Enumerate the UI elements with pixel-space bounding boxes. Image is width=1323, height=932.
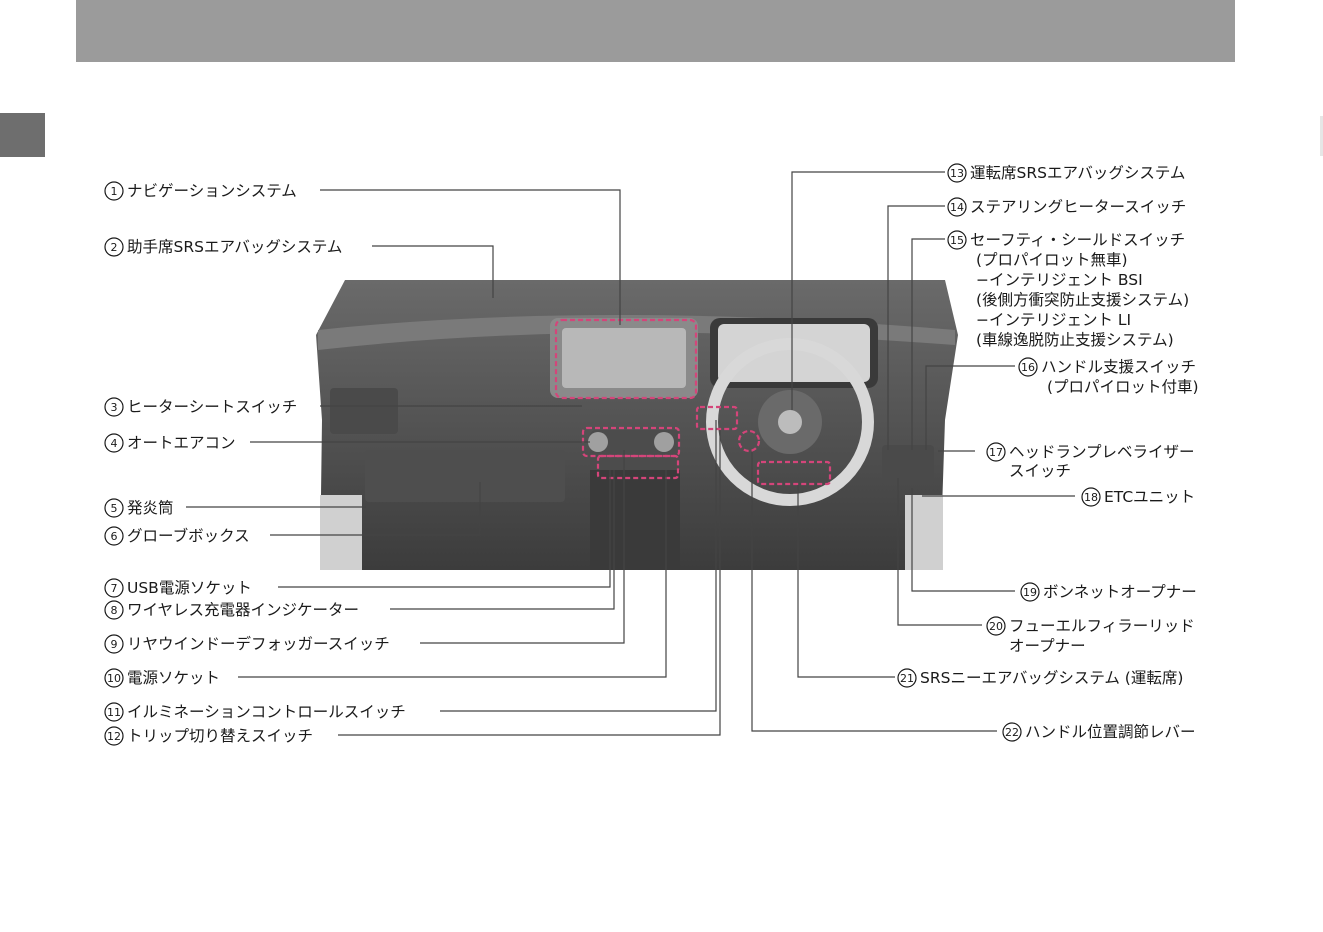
svg-text:ワイヤレス充電器インジケーター: ワイヤレス充電器インジケーター xyxy=(127,601,359,619)
svg-text:(車線逸脱防止支援システム): (車線逸脱防止支援システム) xyxy=(976,331,1174,349)
leader-lines xyxy=(186,171,1075,736)
svg-text:14: 14 xyxy=(950,201,964,214)
svg-text:13: 13 xyxy=(950,167,964,180)
edge-mark xyxy=(1320,116,1323,156)
svg-text:7: 7 xyxy=(111,582,118,595)
svg-text:ステアリングヒータースイッチ: ステアリングヒータースイッチ xyxy=(970,198,1186,216)
label-3: 3 ヒーターシートスイッチ xyxy=(104,397,297,417)
label-18: 18 ETCユニット xyxy=(1081,487,1195,507)
label-6: 6 グローブボックス xyxy=(104,526,250,546)
svg-text:ETCユニット: ETCユニット xyxy=(1104,488,1195,506)
svg-text:8: 8 xyxy=(111,604,118,617)
svg-text:SRSニーエアバッグシステム (運転席): SRSニーエアバッグシステム (運転席) xyxy=(920,669,1183,687)
header-bar xyxy=(76,0,1235,62)
highlight-sockets xyxy=(596,454,680,480)
svg-text:USB電源ソケット: USB電源ソケット xyxy=(127,579,252,597)
label-17: 17 ヘッドランプレベライザー スイッチ xyxy=(986,442,1195,480)
svg-text:4: 4 xyxy=(111,437,118,450)
svg-text:(プロパイロット付車): (プロパイロット付車) xyxy=(1047,378,1199,396)
svg-text:オートエアコン: オートエアコン xyxy=(127,434,236,452)
svg-text:20: 20 xyxy=(989,620,1003,633)
svg-text:助手席SRSエアバッグシステム: 助手席SRSエアバッグシステム xyxy=(127,238,342,256)
svg-text:ヘッドランプレベライザー: ヘッドランプレベライザー xyxy=(1009,443,1195,461)
highlight-tilt-lever xyxy=(737,429,761,453)
svg-text:イルミネーションコントロールスイッチ: イルミネーションコントロールスイッチ xyxy=(127,703,406,721)
highlight-illumination xyxy=(695,405,739,431)
svg-text:セーフティ・シールドスイッチ: セーフティ・シールドスイッチ xyxy=(970,231,1185,249)
label-21: 21 SRSニーエアバッグシステム (運転席) xyxy=(897,668,1183,688)
label-7: 7 USB電源ソケット xyxy=(104,578,252,598)
svg-text:19: 19 xyxy=(1023,586,1037,599)
svg-text:−インテリジェント LI: −インテリジェント LI xyxy=(976,311,1131,329)
dashboard-illustration xyxy=(316,280,958,570)
label-8: 8 ワイヤレス充電器インジケーター xyxy=(104,600,359,620)
label-13: 13 運転席SRSエアバッグシステム xyxy=(947,163,1185,183)
label-12: 12 トリップ切り替えスイッチ xyxy=(104,726,313,746)
svg-text:オープナー: オープナー xyxy=(1009,637,1086,655)
svg-text:電源ソケット: 電源ソケット xyxy=(127,669,220,687)
svg-text:18: 18 xyxy=(1084,491,1098,504)
svg-text:ボンネットオープナー: ボンネットオープナー xyxy=(1043,583,1197,601)
label-16: 16 ハンドル支援スイッチ (プロパイロット付車) xyxy=(1018,357,1199,396)
label-10: 10 電源ソケット xyxy=(104,668,220,688)
steering-wheel xyxy=(706,338,874,506)
svg-text:3: 3 xyxy=(111,401,118,414)
label-20: 20 フューエルフィラーリッド オープナー xyxy=(986,616,1195,655)
label-4: 4 オートエアコン xyxy=(104,433,236,453)
label-19: 19 ボンネットオープナー xyxy=(1020,582,1197,602)
label-14: 14 ステアリングヒータースイッチ xyxy=(947,197,1186,217)
svg-text:トリップ切り替えスイッチ: トリップ切り替えスイッチ xyxy=(127,727,313,745)
svg-text:(後側方衝突防止支援システム): (後側方衝突防止支援システム) xyxy=(976,291,1189,309)
svg-text:22: 22 xyxy=(1005,726,1019,739)
label-5: 5 発炎筒 xyxy=(104,498,174,518)
label-11: 11 イルミネーションコントロールスイッチ xyxy=(104,702,406,722)
svg-text:15: 15 xyxy=(950,234,964,247)
left-air-vent xyxy=(330,388,398,434)
svg-text:16: 16 xyxy=(1021,361,1035,374)
label-1: 1 ナビゲーションシステム xyxy=(104,181,297,201)
svg-text:17: 17 xyxy=(989,446,1003,459)
center-console xyxy=(590,470,680,570)
svg-text:リヤウインドーデフォッガースイッチ: リヤウインドーデフォッガースイッチ xyxy=(127,634,390,653)
label-2: 2 助手席SRSエアバッグシステム xyxy=(104,237,342,257)
svg-text:11: 11 xyxy=(107,706,121,719)
left-labels: 1 ナビゲーションシステム 2 助手席SRSエアバッグシステム 3 ヒーターシートスイ… xyxy=(104,181,406,746)
svg-text:発炎筒: 発炎筒 xyxy=(127,499,174,517)
svg-text:ハンドル支援スイッチ: ハンドル支援スイッチ xyxy=(1041,358,1196,376)
svg-text:ナビゲーションシステム: ナビゲーションシステム xyxy=(127,182,297,200)
svg-text:2: 2 xyxy=(111,241,118,254)
svg-text:ヒーターシートスイッチ: ヒーターシートスイッチ xyxy=(127,398,297,416)
svg-text:−インテリジェント BSI: −インテリジェント BSI xyxy=(976,271,1143,289)
right-labels: 13 運転席SRSエアバッグシステム 14 ステアリングヒータースイッチ 15 セー… xyxy=(897,163,1199,742)
svg-text:グローブボックス: グローブボックス xyxy=(127,526,250,545)
highlight-navigation xyxy=(554,318,698,400)
svg-text:スイッチ: スイッチ xyxy=(1009,462,1071,480)
svg-text:12: 12 xyxy=(107,730,121,743)
svg-text:ハンドル位置調節レバー: ハンドル位置調節レバー xyxy=(1025,723,1196,741)
chapter-tab xyxy=(0,113,45,157)
svg-text:9: 9 xyxy=(111,638,118,651)
svg-text:フューエルフィラーリッド: フューエルフィラーリッド xyxy=(1009,617,1195,635)
svg-text:運転席SRSエアバッグシステム: 運転席SRSエアバッグシステム xyxy=(970,164,1185,182)
label-22: 22 ハンドル位置調節レバー xyxy=(1002,722,1196,742)
highlight-knee-airbag xyxy=(756,460,832,486)
glove-box xyxy=(365,450,565,502)
svg-text:10: 10 xyxy=(107,672,121,685)
svg-text:6: 6 xyxy=(111,530,118,543)
label-15: 15 セーフティ・シールドスイッチ (プロパイロット無車) −インテリジェント … xyxy=(947,230,1189,349)
svg-text:5: 5 xyxy=(111,502,118,515)
svg-text:(プロパイロット無車): (プロパイロット無車) xyxy=(976,251,1128,269)
svg-text:21: 21 xyxy=(900,672,914,685)
svg-text:1: 1 xyxy=(111,185,118,198)
label-9: 9 リヤウインドーデフォッガースイッチ xyxy=(104,634,390,654)
